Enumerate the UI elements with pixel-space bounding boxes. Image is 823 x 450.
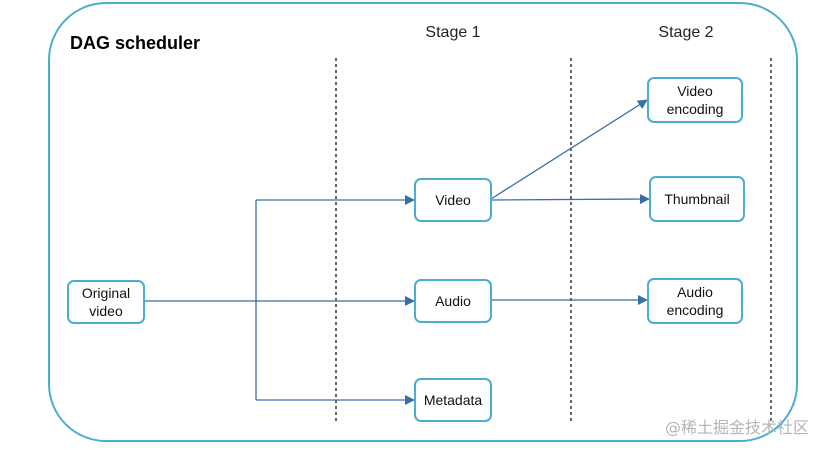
node-original-video: Original video <box>67 280 145 324</box>
stage-2-label: Stage 2 <box>658 24 714 41</box>
node-audio-encoding: Audio encoding <box>647 278 743 324</box>
dag-scheduler-frame <box>48 2 798 442</box>
node-video-encoding: Video encoding <box>647 77 743 123</box>
node-thumbnail: Thumbnail <box>649 176 745 222</box>
diagram-title: DAG scheduler <box>70 33 201 53</box>
stage-1-label: Stage 1 <box>425 24 481 41</box>
edge-video-to-video-encoding <box>490 99 648 200</box>
watermark: @稀土掘金技术社区 <box>664 418 809 437</box>
node-video: Video <box>414 178 492 222</box>
edge-video-to-thumbnail <box>490 194 650 205</box>
node-audio: Audio <box>414 279 492 323</box>
node-metadata: Metadata <box>414 378 492 422</box>
